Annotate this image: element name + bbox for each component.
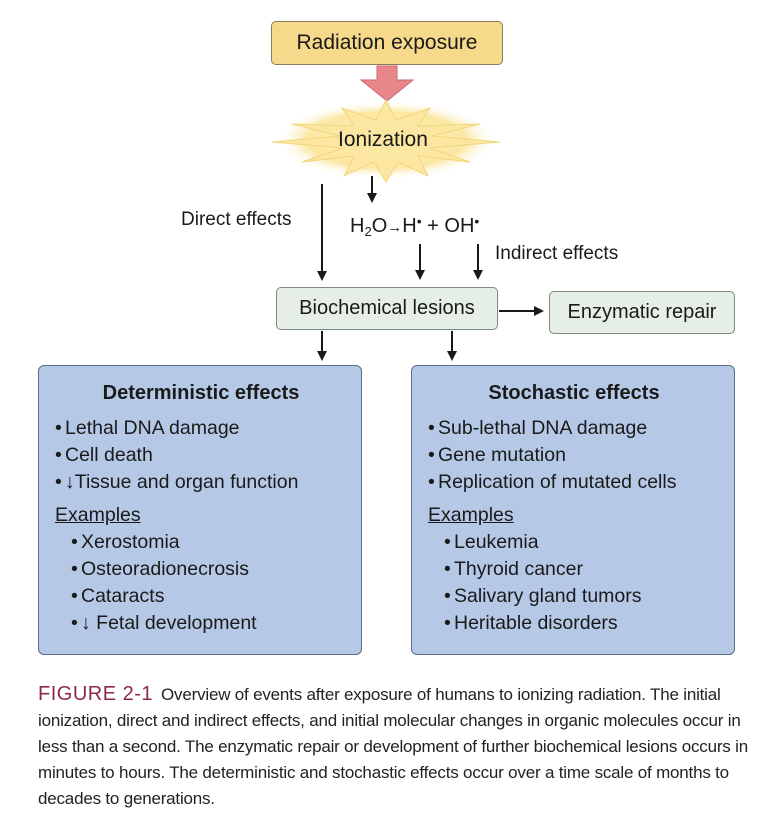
radiation-exposure-box: Radiation exposure <box>271 21 503 65</box>
list-item: •↓ Fetal development <box>71 612 257 634</box>
examples-heading: Examples <box>428 504 514 526</box>
figure-label: FIGURE 2-1 <box>38 683 154 705</box>
list-item: •Leukemia <box>444 531 539 553</box>
deterministic-title: Deterministic effects <box>102 382 300 404</box>
list-item: •↓Tissue and organ function <box>55 471 299 493</box>
stochastic-effects-panel: Stochastic effects •Sub-lethal DNA damag… <box>411 365 735 655</box>
direct-effects-label: Direct effects <box>181 209 292 230</box>
list-item: •Cell death <box>55 444 153 466</box>
list-item: •Salivary gland tumors <box>444 585 642 607</box>
biochemical-lesions-box: Biochemical lesions <box>276 287 498 330</box>
ionization-label: Ionization <box>338 128 428 151</box>
list-item: •Replication of mutated cells <box>428 471 677 493</box>
indirect-effects-label: Indirect effects <box>495 243 619 264</box>
water-radiolysis-equation: H2O→H• + OH• <box>350 213 480 239</box>
list-item: •Heritable disorders <box>444 612 618 634</box>
examples-heading: Examples <box>55 504 141 526</box>
stochastic-title: Stochastic effects <box>488 382 660 404</box>
list-item: •Lethal DNA damage <box>55 417 240 439</box>
list-item: •Xerostomia <box>71 531 180 553</box>
list-item: •Gene mutation <box>428 444 566 466</box>
big-down-arrow <box>359 65 415 102</box>
caption-text: Overview of events after exposure of hum… <box>38 685 748 808</box>
list-item: •Sub-lethal DNA damage <box>428 417 648 439</box>
deterministic-effects-panel: Deterministic effects •Lethal DNA damage… <box>38 365 362 655</box>
ionization-burst <box>271 98 501 183</box>
list-item: •Cataracts <box>71 585 165 607</box>
enzymatic-repair-box: Enzymatic repair <box>549 291 735 334</box>
list-item: •Thyroid cancer <box>444 558 583 580</box>
list-item: •Osteoradionecrosis <box>71 558 249 580</box>
